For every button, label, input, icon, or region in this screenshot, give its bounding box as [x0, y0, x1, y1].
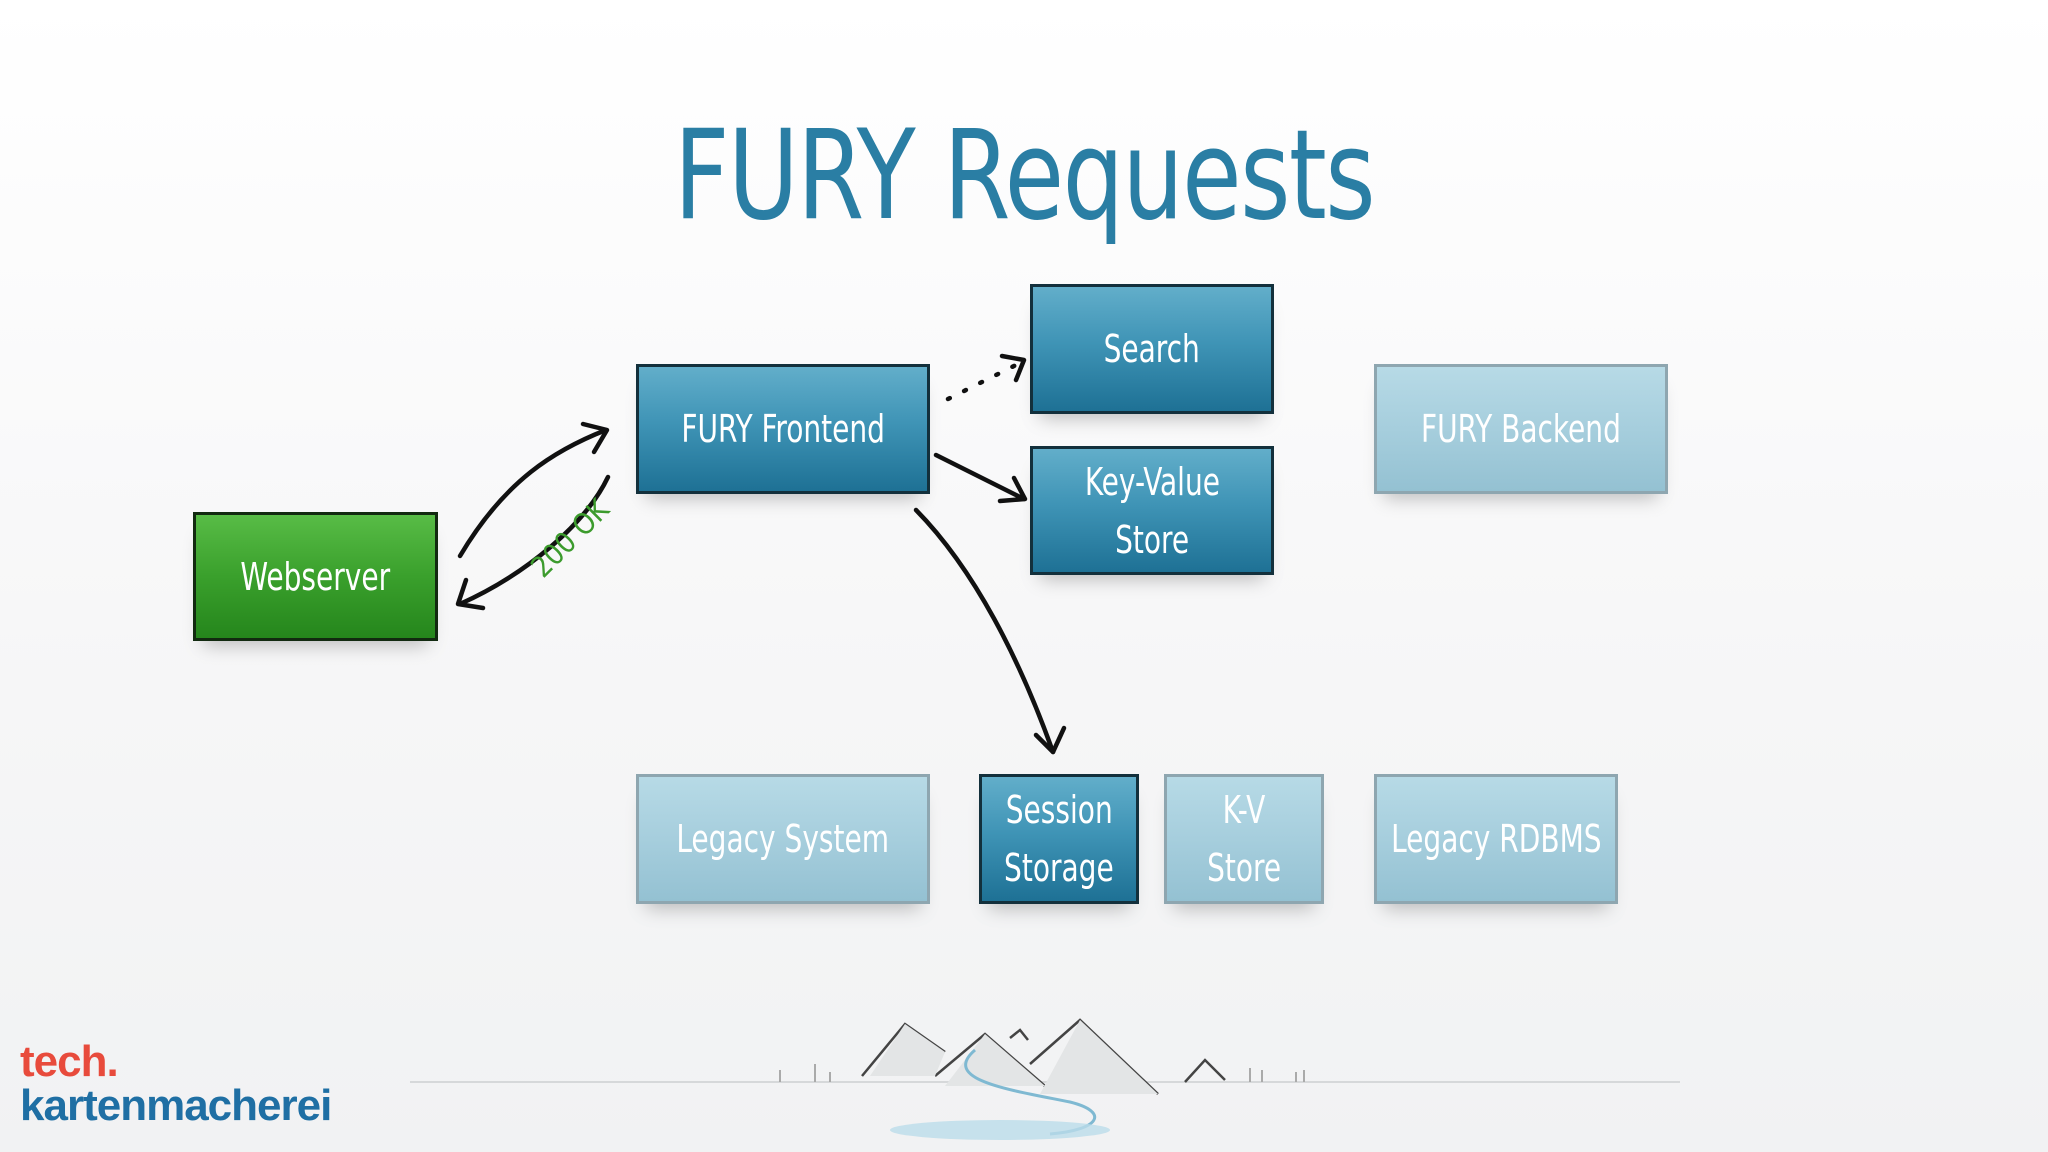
- node-key-value-label-2: Store: [1114, 517, 1190, 562]
- arrow-search: [945, 360, 1023, 402]
- company-logo: tech. kartenmacherei: [20, 1037, 332, 1130]
- node-session-label-1: Session: [1005, 788, 1113, 832]
- arrow-key-value: [933, 452, 1027, 502]
- node-session-storage: Session Storage: [979, 774, 1139, 904]
- logo-line-1: tech.: [20, 1037, 119, 1086]
- node-session-label-2: Storage: [1004, 846, 1114, 890]
- node-key-value-label-1: Key-Value: [1084, 459, 1220, 504]
- node-kv-label-1: K-V: [1222, 788, 1266, 832]
- arrow-response: [457, 474, 611, 607]
- slide-title: FURY Requests: [673, 104, 1376, 248]
- node-fury-frontend: FURY Frontend: [636, 364, 930, 494]
- arrowhead-request: [580, 421, 610, 455]
- node-kv-store: K-V Store: [1164, 774, 1324, 904]
- node-fury-frontend-label: FURY Frontend: [681, 407, 885, 451]
- node-key-value-store: Key-Value Store: [1030, 446, 1274, 575]
- node-webserver-label: Webserver: [240, 554, 391, 599]
- node-search: Search: [1030, 284, 1274, 414]
- arrow-request: [457, 427, 609, 559]
- arrowhead-search: [999, 353, 1027, 383]
- node-legacy-rdbms-label: Legacy RDBMS: [1390, 817, 1602, 861]
- logo-line-2: kartenmacherei: [20, 1081, 332, 1130]
- mountain-landscape-illustration: [410, 1018, 1680, 1140]
- node-legacy-rdbms: Legacy RDBMS: [1374, 774, 1618, 904]
- node-fury-backend-label: FURY Backend: [1421, 407, 1621, 451]
- arrowhead-response: [455, 577, 486, 611]
- node-search-label: Search: [1103, 327, 1201, 371]
- node-fury-backend: FURY Backend: [1374, 364, 1668, 494]
- arrowhead-key-value: [997, 475, 1028, 504]
- node-webserver: Webserver: [193, 512, 438, 641]
- node-legacy-system: Legacy System: [636, 774, 930, 904]
- node-kv-label-2: Store: [1206, 846, 1282, 890]
- arrow-session: [913, 507, 1056, 755]
- node-legacy-system-label: Legacy System: [676, 817, 890, 861]
- arrowhead-session: [1033, 725, 1067, 755]
